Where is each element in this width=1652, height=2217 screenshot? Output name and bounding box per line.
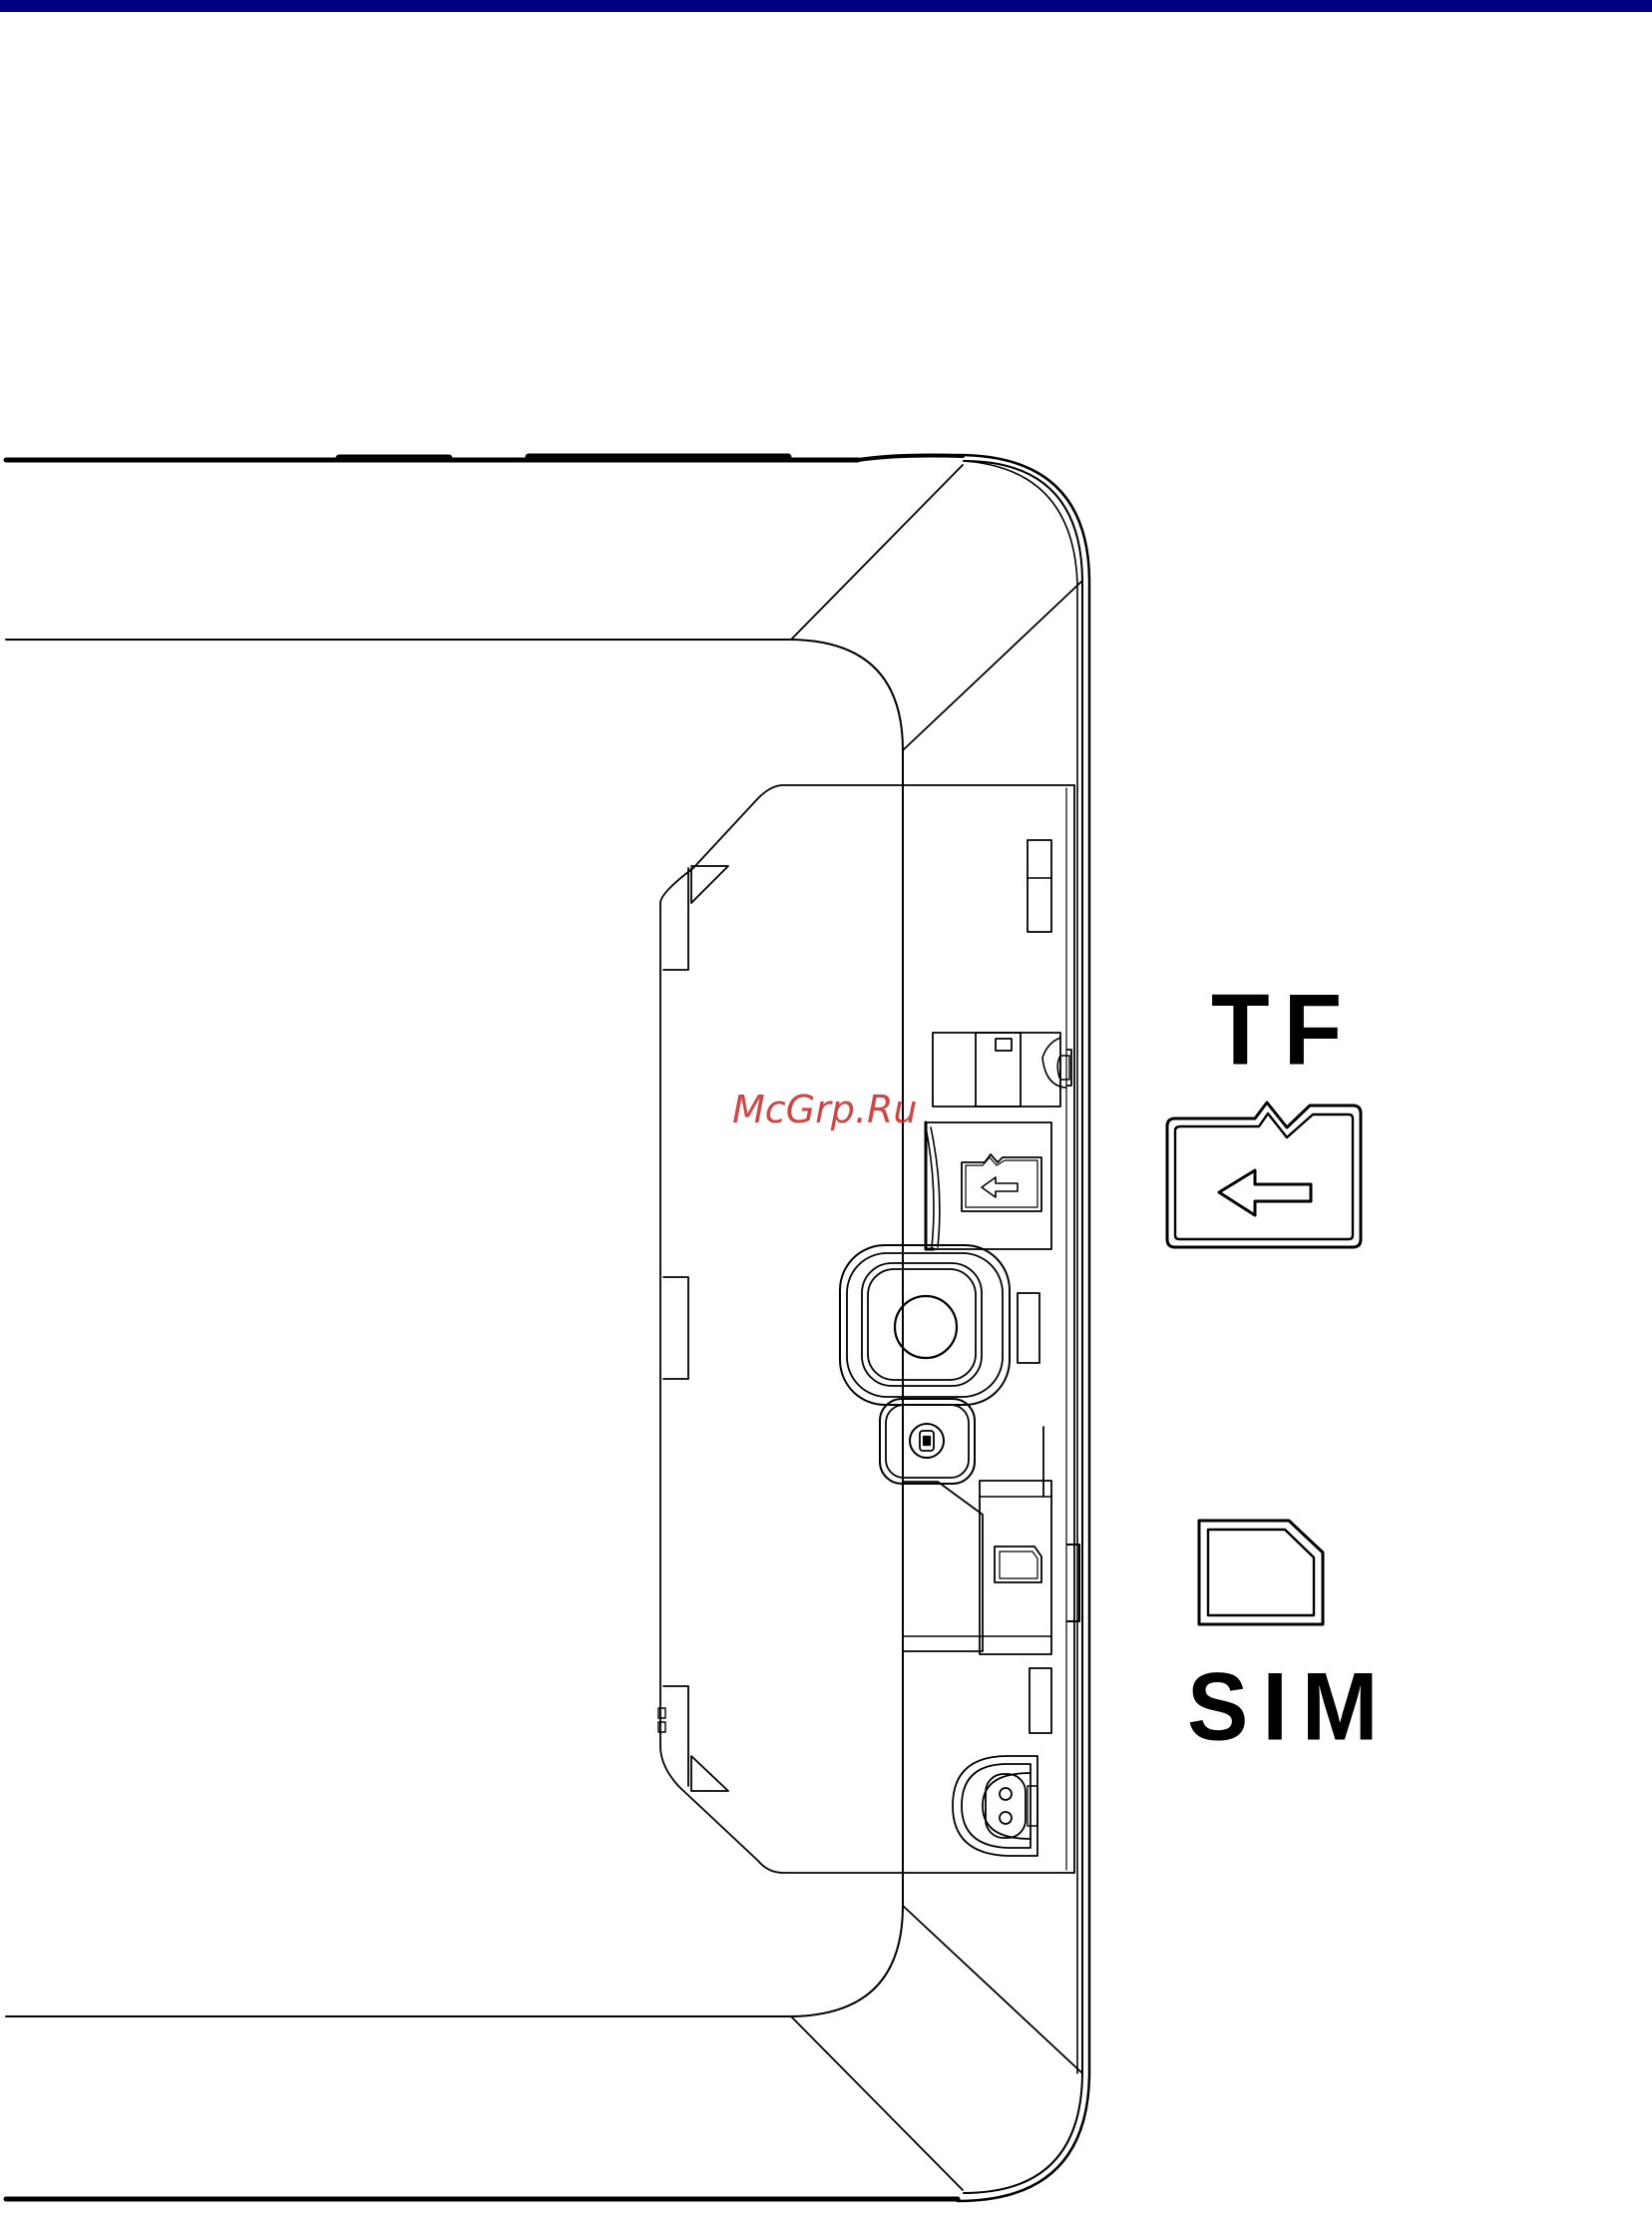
- camera-lens-icon: [840, 1245, 1010, 1405]
- tf-label: TF: [1211, 981, 1356, 1082]
- watermark: McGrp.Ru: [732, 1088, 917, 1131]
- tf-card-slot: [926, 1033, 1069, 1249]
- tablet-outer-body: [6, 455, 1089, 2201]
- battery-cover: [658, 785, 1079, 1873]
- sim-card-slot: [903, 1481, 1051, 1654]
- speaker-grille-icon: [953, 1756, 1037, 1856]
- flash-icon: [880, 1399, 975, 1484]
- sim-card-icon: [1199, 1521, 1323, 1624]
- tf-card-icon: [1167, 1103, 1361, 1247]
- sim-label: SIM: [1187, 1659, 1393, 1756]
- inner-recess-panel: [6, 640, 903, 2016]
